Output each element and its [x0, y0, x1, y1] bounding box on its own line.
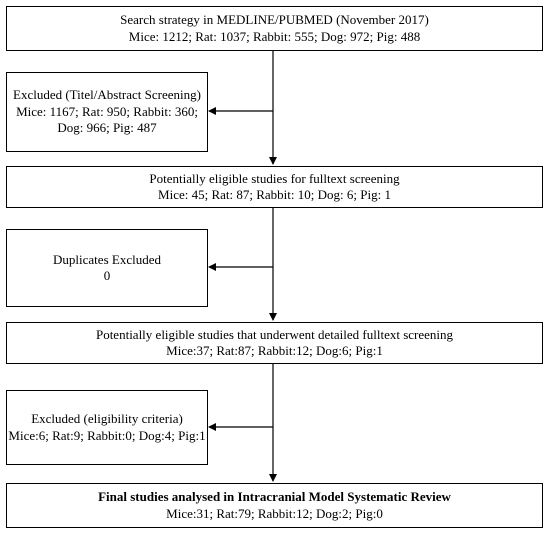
detailed-screening-title: Potentially eligible studies that underw… — [95, 326, 454, 342]
search-strategy-box: Search strategy in MEDLINE/PUBMED (Novem… — [6, 6, 543, 51]
duplicates-excluded-title: Duplicates Excluded — [53, 251, 161, 267]
search-strategy-title: Search strategy in MEDLINE/PUBMED (Novem… — [120, 12, 429, 27]
excluded-screening-box: Excluded (Titel/Abstract Screening) Mice… — [6, 72, 208, 152]
eligible-studies-counts: Mice: 45; Rat: 87; Rabbit: 10; Dog: 6; P… — [158, 187, 391, 202]
excluded-eligibility-counts: Mice:6; Rat:9; Rabbit:0; Dog:4; Pig:1 — [8, 427, 206, 443]
detailed-screening-counts: Mice:37; Rat:87; Rabbit:12; Dog:6; Pig:1 — [166, 343, 383, 358]
final-studies-title: Final studies analysed in Intracranial M… — [98, 489, 451, 504]
eligible-studies-box: Potentially eligible studies for fulltex… — [6, 166, 543, 208]
eligible-studies-title: Potentially eligible studies for fulltex… — [149, 170, 400, 186]
excluded-eligibility-title: Excluded (eligibility criteria) — [31, 411, 183, 426]
excluded-eligibility-box: Excluded (eligibility criteria) Mice:6; … — [6, 390, 208, 465]
duplicates-excluded-box: Duplicates Excluded 0 — [6, 229, 208, 307]
final-studies-counts: Mice:31; Rat:79; Rabbit:12; Dog:2; Pig:0 — [166, 505, 383, 521]
excluded-screening-counts: Mice: 1167; Rat: 950; Rabbit: 360; Dog: … — [16, 103, 198, 136]
duplicates-excluded-count: 0 — [103, 268, 111, 283]
search-strategy-counts: Mice: 1212; Rat: 1037; Rabbit: 555; Dog:… — [128, 28, 421, 44]
detailed-screening-box: Potentially eligible studies that underw… — [6, 322, 543, 364]
excluded-screening-title: Excluded (Titel/Abstract Screening) — [13, 87, 201, 103]
final-studies-box: Final studies analysed in Intracranial M… — [6, 483, 543, 528]
